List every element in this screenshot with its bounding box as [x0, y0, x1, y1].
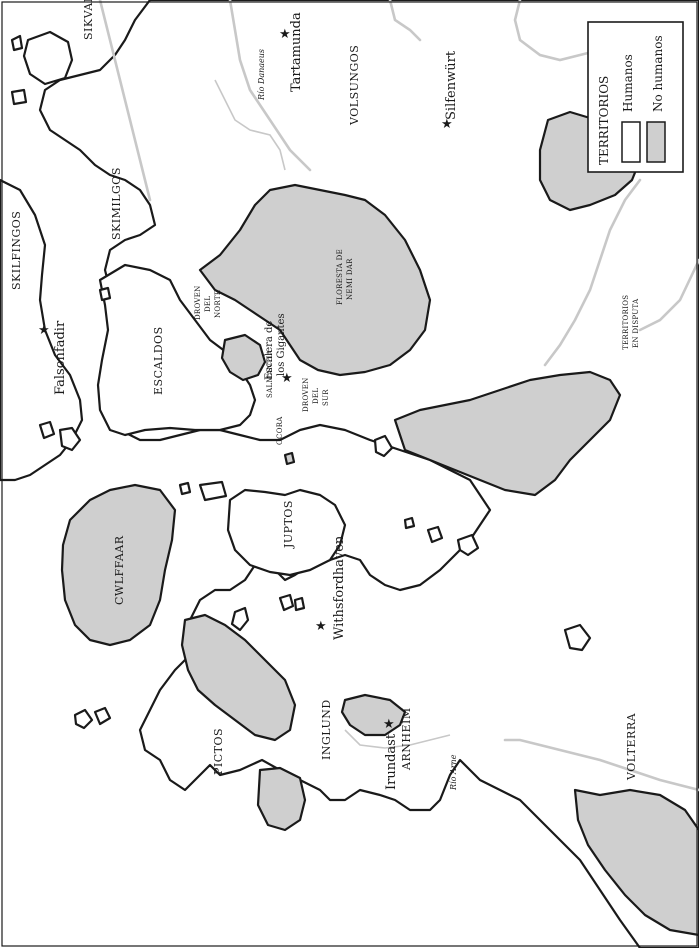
landmass-main: [38, 0, 699, 948]
island-west-3: [98, 286, 112, 302]
landmass-south: [0, 178, 84, 482]
island-west-5: [93, 706, 112, 726]
label-territorios-2: EN DISPUTA: [632, 298, 640, 348]
legend-swatch-human: [621, 121, 641, 163]
label-droven-sur-2: DEL: [312, 388, 320, 404]
label-inglund: INGLUND: [320, 699, 333, 760]
legend-label-human: Humanos: [621, 54, 635, 112]
legend-swatch-nonhuman: [646, 121, 666, 163]
territory-nonhuman-southeast: [573, 788, 699, 937]
border-1: [228, 0, 312, 172]
label-skilfingos: SKILFINGOS: [10, 211, 23, 290]
legend-label-nonhuman: No humanos: [651, 35, 665, 112]
city-escalera-marker: ★: [281, 371, 293, 386]
city-irundast: Irundast: [384, 733, 399, 790]
island-east-2: [403, 516, 416, 530]
label-droven-sur-1: DROVEN: [302, 377, 310, 412]
island-west-6: [178, 481, 192, 496]
label-droven-norte-3: NORTE: [214, 290, 222, 318]
city-escalera-2: los Gigantes: [276, 313, 287, 376]
border-6: [503, 738, 699, 792]
city-withsfordhaven: Withsfordhaven: [332, 535, 347, 640]
city-escalera-1: Escalera de: [264, 321, 275, 380]
border-2: [388, 0, 422, 42]
city-falsonfadir-marker: ★: [38, 323, 50, 338]
label-floresta-2: NEMI DAR: [346, 258, 354, 300]
label-territorios-1: TERRITORIOS: [622, 295, 630, 350]
territory-nonhuman-east: [393, 370, 622, 497]
river-arne-label: Río Arne: [449, 754, 458, 791]
island-north-1: [22, 30, 74, 86]
territory-nonhuman-southwest: [256, 766, 307, 832]
label-juptos: JUPTOS: [282, 500, 295, 549]
border-4: [543, 178, 642, 367]
landmass-escaldos: [96, 263, 257, 437]
river-danaeus-label: Río Danaeus: [257, 49, 266, 101]
river-danaeus: [214, 79, 286, 171]
island-north-3: [10, 34, 24, 52]
label-cwlffaar: CWLFFAAR: [113, 535, 126, 605]
island-juptos: [226, 488, 347, 577]
island-ocora: [283, 451, 296, 466]
label-pictos: PICTOS: [212, 728, 225, 775]
island-east-5: [563, 623, 592, 652]
label-sikvardos: SIKVARDÖS: [81, 0, 95, 40]
label-droven-norte-2: DEL: [204, 296, 212, 312]
island-gulf-1: [230, 606, 250, 632]
city-tartamunda-marker: ★: [279, 27, 291, 42]
island-gulf-2: [278, 593, 295, 612]
label-salmantia: SALMANTIA: [266, 349, 274, 398]
island-west-2: [38, 420, 56, 440]
legend: TERRITORIOS Humanos No humanos: [587, 21, 684, 173]
label-ocora: OCORA: [276, 416, 284, 445]
territory-nonhuman-west-gulf: [180, 613, 297, 742]
island-west-7: [198, 480, 228, 502]
island-west-4: [73, 708, 94, 730]
label-volterra: VOLTERRA: [625, 712, 638, 781]
territory-nonhuman-salmantia: [220, 333, 267, 382]
territory-floresta-nemi-dar: [198, 183, 432, 377]
border-3: [513, 0, 602, 62]
label-floresta-1: FLORESTA DE: [336, 249, 344, 305]
city-falsonfadir: Falsonfadir: [53, 320, 68, 395]
border-7: [98, 0, 152, 202]
label-volsungos: VOLSUNGOS: [348, 45, 361, 126]
label-droven-sur-3: SUR: [322, 389, 330, 406]
city-irundast-marker: ★: [383, 717, 395, 732]
island-east-1: [373, 434, 394, 458]
label-skimilgos: SKIMILGOS: [110, 167, 123, 240]
river-arne: [344, 729, 451, 749]
island-east-4: [456, 533, 480, 557]
border-5: [638, 258, 699, 332]
city-silfenwurt-marker: ★: [441, 117, 453, 132]
city-silfenwurt: Silfenwürt: [444, 50, 459, 120]
label-droven-norte-1: DROVEN: [194, 285, 202, 320]
island-east-3: [426, 525, 444, 544]
territory-cwlffaar: [60, 483, 177, 647]
island-gulf-3: [293, 596, 306, 612]
city-tartamunda: Tartamunda: [289, 12, 304, 92]
legend-title: TERRITORIOS: [597, 76, 611, 165]
label-arnheim: ARNHEIM: [400, 707, 413, 771]
label-escaldos: ESCALDOS: [152, 326, 165, 395]
city-withsfordhaven-marker: ★: [315, 619, 327, 634]
island-north-2: [10, 88, 28, 106]
island-west-1: [58, 426, 82, 452]
territory-nonhuman-lake: [340, 693, 407, 737]
